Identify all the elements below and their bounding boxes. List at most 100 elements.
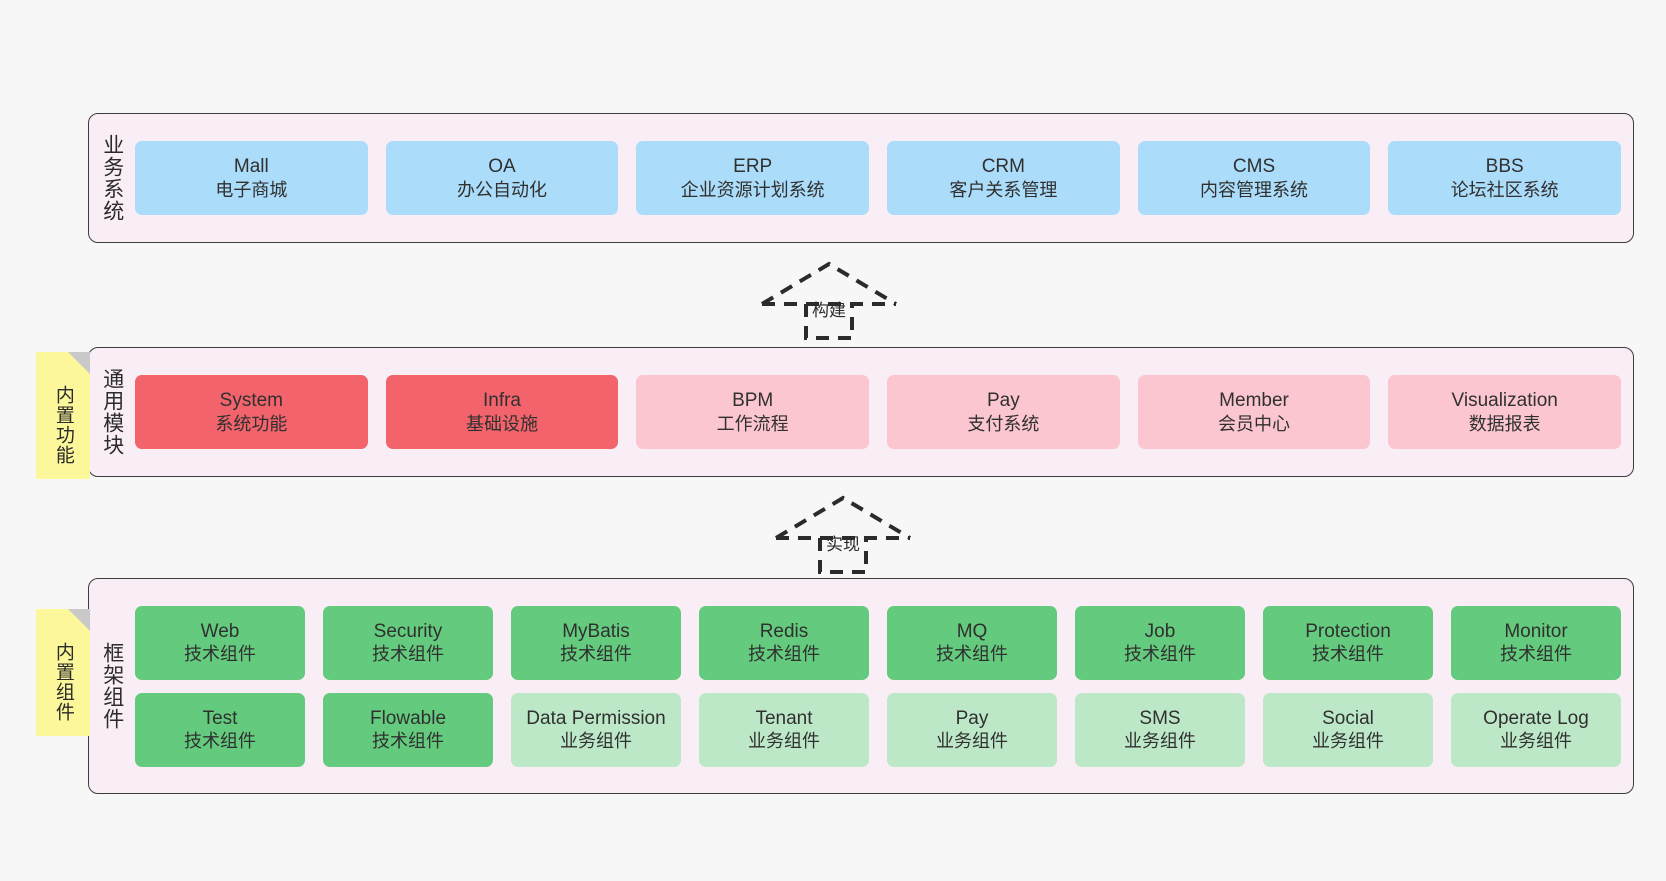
- card-data-permission[interactable]: Data Permission 业务组件: [511, 692, 681, 767]
- connector-build: 构建: [756, 258, 902, 340]
- layer-caption-framework: 框架组件: [100, 642, 124, 730]
- card-flowable[interactable]: Flowable 技术组件: [323, 692, 493, 767]
- folded-corner-icon: [68, 352, 90, 374]
- card-system[interactable]: System 系统功能: [135, 375, 368, 449]
- card-web[interactable]: Web 技术组件: [135, 605, 305, 680]
- card-subtitle: 内容管理系统: [1200, 179, 1309, 200]
- card-title: Member: [1219, 390, 1289, 412]
- card-subtitle: 系统功能: [215, 413, 288, 434]
- card-subtitle: 技术组件: [560, 644, 632, 665]
- card-subtitle: 技术组件: [1312, 644, 1384, 665]
- card-title: Visualization: [1451, 390, 1558, 412]
- card-title: Flowable: [369, 707, 447, 729]
- card-pay-module[interactable]: Pay 支付系统: [887, 375, 1120, 449]
- card-sms[interactable]: SMS 业务组件: [1075, 692, 1245, 767]
- layer-caption-business: 业务系统: [100, 134, 124, 222]
- card-operate-log[interactable]: Operate Log 业务组件: [1451, 692, 1621, 767]
- layer-caption-common: 通用模块: [100, 368, 124, 456]
- card-title: MQ: [956, 620, 988, 642]
- card-erp[interactable]: ERP 企业资源计划系统: [636, 141, 870, 215]
- card-title: CMS: [1232, 156, 1276, 178]
- sticky-note-label: 内置组件: [52, 641, 74, 722]
- card-crm[interactable]: CRM 客户关系管理: [887, 141, 1120, 215]
- layer-body-business: Mall 电子商城 OA 办公自动化 ERP 企业资源计划系统 CRM 客户关系…: [135, 114, 1633, 242]
- card-title: Web: [200, 620, 240, 642]
- card-subtitle: 电子商城: [215, 179, 288, 200]
- card-title: Pay: [955, 707, 989, 729]
- card-row: Test 技术组件 Flowable 技术组件 Data Permission …: [135, 692, 1621, 767]
- card-subtitle: 技术组件: [184, 644, 256, 665]
- dashed-hollow-arrow-icon: [774, 495, 912, 574]
- card-title: MyBatis: [562, 620, 630, 642]
- sticky-note-builtin-functions: 内置功能: [36, 352, 90, 479]
- card-mq[interactable]: MQ 技术组件: [887, 605, 1057, 680]
- card-oa[interactable]: OA 办公自动化: [385, 141, 619, 215]
- card-visualization[interactable]: Visualization 数据报表: [1388, 375, 1622, 449]
- dashed-hollow-arrow-icon: [760, 261, 898, 340]
- card-subtitle: 技术组件: [184, 731, 256, 752]
- sticky-note-label: 内置功能: [52, 384, 74, 465]
- card-pay-component[interactable]: Pay 业务组件: [887, 692, 1057, 767]
- card-title: Infra: [482, 390, 522, 412]
- card-title: Monitor: [1504, 620, 1568, 642]
- card-security[interactable]: Security 技术组件: [323, 605, 493, 680]
- card-title: SMS: [1139, 707, 1181, 729]
- card-member[interactable]: Member 会员中心: [1137, 375, 1371, 449]
- card-subtitle: 技术组件: [1500, 644, 1572, 665]
- card-bbs[interactable]: BBS 论坛社区系统: [1388, 141, 1622, 215]
- card-title: Test: [202, 707, 238, 729]
- card-mybatis[interactable]: MyBatis 技术组件: [511, 605, 681, 680]
- card-subtitle: 工作流程: [716, 413, 789, 434]
- card-title: System: [219, 390, 284, 412]
- card-title: Tenant: [755, 707, 813, 729]
- card-subtitle: 论坛社区系统: [1450, 179, 1559, 200]
- card-subtitle: 业务组件: [936, 731, 1008, 752]
- card-subtitle: 基础设施: [466, 413, 538, 434]
- layer-business-system: 业务系统 Mall 电子商城 OA 办公自动化 ERP 企业资源计划系统 CRM…: [88, 113, 1634, 243]
- card-subtitle: 业务组件: [560, 731, 632, 752]
- card-subtitle: 业务组件: [1500, 731, 1572, 752]
- card-subtitle: 技术组件: [1124, 644, 1196, 665]
- card-tenant[interactable]: Tenant 业务组件: [699, 692, 869, 767]
- layer-framework-components: 框架组件 Web 技术组件 Security 技术组件 MyBatis 技术组件…: [88, 578, 1634, 794]
- card-subtitle: 办公自动化: [457, 179, 547, 200]
- card-subtitle: 技术组件: [372, 731, 444, 752]
- card-subtitle: 客户关系管理: [949, 179, 1058, 200]
- layer-common-modules: 通用模块 System 系统功能 Infra 基础设施 BPM 工作流程 Pay…: [88, 347, 1634, 477]
- card-row: Mall 电子商城 OA 办公自动化 ERP 企业资源计划系统 CRM 客户关系…: [135, 141, 1622, 215]
- card-title: Operate Log: [1483, 707, 1589, 729]
- card-cms[interactable]: CMS 内容管理系统: [1137, 141, 1371, 215]
- card-title: Mall: [233, 156, 269, 178]
- card-infra[interactable]: Infra 基础设施: [385, 375, 619, 449]
- card-subtitle: 技术组件: [372, 644, 444, 665]
- card-job[interactable]: Job 技术组件: [1075, 605, 1245, 680]
- card-row: Web 技术组件 Security 技术组件 MyBatis 技术组件 Redi…: [135, 605, 1621, 680]
- card-title: CRM: [981, 156, 1025, 178]
- card-title: Protection: [1305, 620, 1391, 642]
- card-subtitle: 业务组件: [1312, 731, 1384, 752]
- card-title: OA: [488, 156, 516, 178]
- card-monitor[interactable]: Monitor 技术组件: [1451, 605, 1621, 680]
- card-subtitle: 业务组件: [748, 731, 820, 752]
- card-social[interactable]: Social 业务组件: [1263, 692, 1433, 767]
- card-row: System 系统功能 Infra 基础设施 BPM 工作流程 Pay 支付系统…: [135, 375, 1622, 449]
- card-bpm[interactable]: BPM 工作流程: [636, 375, 870, 449]
- card-title: ERP: [733, 156, 773, 178]
- card-test[interactable]: Test 技术组件: [135, 692, 305, 767]
- layer-body-common: System 系统功能 Infra 基础设施 BPM 工作流程 Pay 支付系统…: [135, 348, 1633, 476]
- card-subtitle: 企业资源计划系统: [680, 179, 825, 200]
- folded-corner-icon: [68, 609, 90, 631]
- card-title: Data Permission: [526, 707, 666, 729]
- card-title: Social: [1322, 707, 1374, 729]
- card-redis[interactable]: Redis 技术组件: [699, 605, 869, 680]
- card-title: BBS: [1485, 156, 1524, 178]
- card-title: Pay: [986, 390, 1020, 412]
- card-title: Redis: [759, 620, 809, 642]
- card-subtitle: 支付系统: [967, 413, 1040, 434]
- card-subtitle: 技术组件: [936, 644, 1008, 665]
- card-protection[interactable]: Protection 技术组件: [1263, 605, 1433, 680]
- sticky-note-builtin-components: 内置组件: [36, 609, 90, 736]
- card-title: Job: [1144, 620, 1176, 642]
- card-mall[interactable]: Mall 电子商城: [135, 141, 368, 215]
